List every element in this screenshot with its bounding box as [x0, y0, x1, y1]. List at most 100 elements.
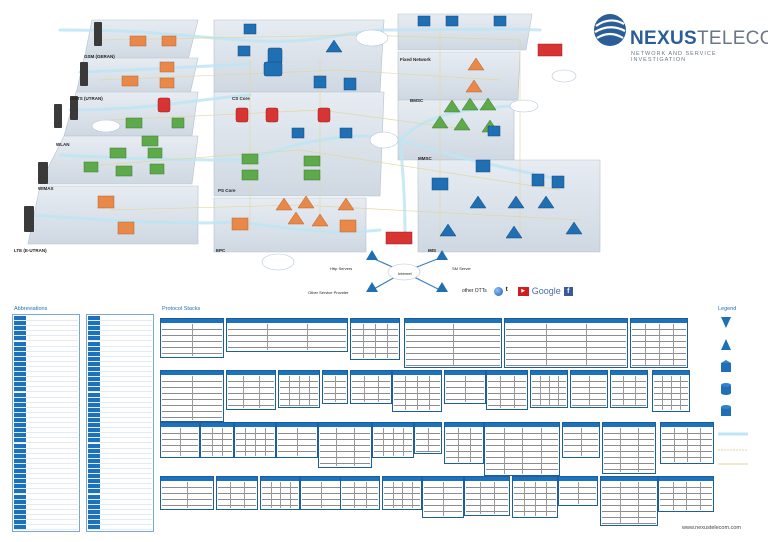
abbreviation-row	[14, 428, 78, 434]
abbreviation-code	[88, 418, 100, 422]
abbreviation-row	[14, 463, 78, 469]
protocol-stack-header	[161, 477, 213, 481]
protocol-stack-header	[161, 371, 223, 375]
abbreviation-row	[14, 392, 78, 398]
footer-url[interactable]: www.nexustelecom.com	[682, 525, 741, 531]
protocol-stack-divider	[589, 376, 590, 406]
abbreviation-code	[88, 402, 100, 407]
abbreviation-code	[88, 412, 100, 417]
abbreviation-code	[88, 326, 100, 331]
abbreviation-code	[88, 458, 100, 463]
abbreviation-row	[14, 382, 78, 388]
protocol-stack-header	[487, 371, 527, 375]
protocol-stack-box	[602, 422, 656, 474]
label-sm-server: SM Server	[452, 266, 472, 271]
protocol-stack-layers	[218, 482, 256, 508]
abbreviation-code	[88, 474, 100, 479]
protocol-stack-divider	[514, 376, 515, 408]
internet-cluster	[366, 250, 448, 292]
abbreviation-row	[88, 321, 152, 327]
protocol-stack-header	[423, 477, 463, 481]
abbreviation-code	[88, 469, 100, 473]
abbreviation-code	[14, 372, 26, 377]
label-fixed: Fixed Network	[400, 57, 431, 62]
abbreviation-code	[14, 341, 26, 346]
protocol-stack-box	[260, 476, 300, 510]
abbreviation-row	[14, 433, 78, 439]
abbreviation-row	[14, 509, 78, 515]
abbreviation-row	[88, 397, 152, 403]
protocol-stack-box	[562, 422, 600, 458]
label-epc: EPC	[216, 248, 226, 253]
abbreviation-row	[14, 418, 78, 423]
brand-logo: NEXUSTELECOM NETWORK AND SERVICE INVESTI…	[592, 12, 768, 63]
abbreviation-code	[88, 463, 100, 468]
abbreviation-rows	[87, 315, 153, 531]
protocol-stack-divider	[586, 324, 587, 366]
abbreviation-code	[88, 453, 100, 458]
abbreviation-row	[14, 387, 78, 393]
protocol-stack-header	[445, 423, 483, 427]
protocol-stack-divider	[620, 482, 621, 524]
abbreviation-code	[88, 448, 100, 453]
legend-link-solid-icon	[718, 463, 748, 465]
protocol-stack-header	[227, 371, 275, 375]
protocol-stack-divider	[623, 376, 624, 406]
abbreviation-row	[88, 336, 152, 342]
abbreviation-code	[14, 509, 26, 514]
label-ims: IMS	[428, 248, 436, 253]
protocol-stack-divider	[255, 428, 256, 456]
protocol-stack-header	[415, 423, 441, 427]
protocol-stack-divider	[354, 482, 355, 508]
protocol-stack-box	[444, 370, 486, 404]
protocol-stack-box	[630, 318, 688, 368]
protocol-stack-header	[217, 477, 257, 481]
abbreviation-row	[88, 402, 152, 408]
abbreviation-code	[88, 336, 100, 341]
abbreviation-row	[14, 494, 78, 500]
protocol-stack-divider	[686, 482, 687, 510]
protocol-stack-divider	[243, 376, 244, 408]
abbreviation-row	[88, 463, 152, 469]
abbreviation-code	[14, 479, 26, 484]
abbreviation-code	[14, 474, 26, 479]
abbreviation-code	[14, 423, 26, 428]
abbreviation-row	[14, 520, 78, 525]
abbreviation-row	[88, 331, 152, 337]
protocol-stack-box	[652, 370, 690, 412]
abbreviation-row	[14, 341, 78, 347]
protocol-stack-divider	[230, 482, 231, 508]
abbreviation-row	[14, 377, 78, 383]
abbreviation-code	[88, 367, 100, 371]
label-gsm: GSM (GERAN)	[84, 54, 115, 59]
protocol-stack-header	[341, 477, 379, 481]
abbreviation-row	[88, 484, 152, 490]
abbreviation-row	[14, 479, 78, 485]
protocol-stack-box	[200, 422, 234, 458]
label-http-servers: Http Servers	[330, 266, 352, 271]
protocol-stack-layers	[488, 376, 526, 408]
abbreviation-code	[14, 412, 26, 417]
abbreviation-row	[14, 469, 78, 474]
abbreviation-row	[88, 428, 152, 434]
protocol-stack-box	[372, 422, 414, 458]
protocol-stack-divider	[470, 428, 471, 462]
protocol-stack-divider	[212, 428, 213, 456]
brand-tagline: NETWORK AND SERVICE INVESTIGATION	[631, 51, 717, 63]
protocol-stack-layers	[342, 482, 378, 508]
protocol-stack-box	[160, 318, 224, 358]
protocol-stack-box	[610, 370, 648, 408]
label-mmsc: MMSC	[418, 156, 432, 161]
protocol-stack-box	[464, 476, 510, 516]
protocol-stack-box	[530, 370, 568, 408]
abbreviation-code	[14, 520, 26, 524]
protocol-stack-divider	[546, 482, 547, 516]
abbreviation-code	[14, 438, 26, 443]
abbreviation-row	[88, 407, 152, 413]
abbreviation-row	[14, 331, 78, 337]
protocol-stack-header	[301, 477, 341, 481]
protocol-stack-divider	[192, 376, 193, 420]
twitter-icon: t	[505, 286, 508, 293]
abbreviation-code	[14, 504, 26, 509]
protocol-stack-box	[160, 476, 214, 510]
